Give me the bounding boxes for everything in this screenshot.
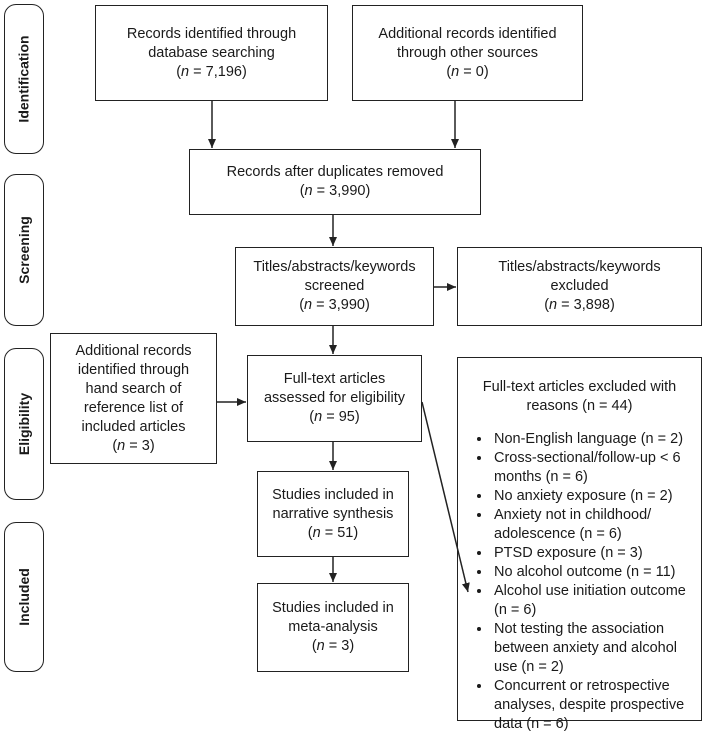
stage-screening: Screening (4, 174, 44, 326)
exclusion-reason: Alcohol use initiation outcome (n = 6) (492, 582, 701, 620)
exclusion-reason: Anxiety not in childhood/ adolescence (n… (492, 506, 701, 544)
other-sources-line-1: Additional records identified (378, 25, 557, 42)
db-search-count: (n = 7,196) (176, 63, 247, 80)
exclusion-reason: Cross-sectional/follow-up < 6 months (n … (492, 449, 701, 487)
box-after-duplicates: Records after duplicates removed (n = 3,… (189, 149, 481, 215)
screen-excluded-line-2: excluded (550, 278, 609, 294)
box-fulltext: Full-text articles assessed for eligibil… (247, 355, 422, 442)
other-sources-line-2: through other sources (396, 44, 539, 61)
exclusion-reason: No alcohol outcome (n = 11) (492, 563, 701, 582)
exclusion-reasons-list: Non-English language (n = 2) Cross-secti… (458, 430, 701, 734)
exclusion-reason: No anxiety exposure (n = 2) (492, 487, 701, 506)
exclusion-reason: Not testing the association between anxi… (492, 620, 701, 677)
hand-search-line-4: reference list of (83, 399, 184, 416)
fulltext-count: (n = 95) (309, 409, 360, 425)
after-duplicates-count: (n = 3,990) (299, 183, 371, 199)
box-database-search: Records identified through database sear… (95, 5, 328, 101)
fulltext-line-2: assessed for eligibility (263, 390, 406, 406)
box-hand-search: Additional records identified through ha… (50, 333, 217, 464)
stage-eligibility: Eligibility (4, 348, 44, 500)
screen-excluded-count: (n = 3,898) (544, 297, 615, 313)
exclusion-reason: PTSD exposure (n = 3) (492, 544, 701, 563)
box-screen-excluded: Titles/abstracts/keywords excluded (n = … (457, 247, 702, 326)
meta-line-2: meta-analysis (288, 619, 378, 635)
narrative-line-2: narrative synthesis (272, 505, 394, 522)
screened-line-1: Titles/abstracts/keywords (253, 259, 416, 275)
hand-search-line-5: included articles (81, 418, 186, 435)
arrow-fulltext-to-excluded (421, 401, 470, 593)
after-duplicates-line-1: Records after duplicates removed (226, 164, 444, 180)
narrative-line-1: Studies included in (272, 486, 394, 503)
exclusion-reason: Non-English language (n = 2) (492, 430, 701, 449)
hand-search-line-1: Additional records (75, 342, 192, 359)
screen-excluded-line-1: Titles/abstracts/keywords (498, 259, 661, 275)
narrative-count: (n = 51) (307, 524, 359, 541)
box-meta-analysis: Studies included in meta-analysis (n = 3… (257, 583, 409, 672)
stage-included: Included (4, 522, 44, 672)
hand-search-count: (n = 3) (112, 437, 155, 454)
box-screened: Titles/abstracts/keywords screened (n = … (235, 247, 434, 326)
fulltext-excluded-heading: Full-text articles excluded with reasons… (458, 378, 701, 416)
box-fulltext-excluded: Full-text articles excluded with reasons… (457, 357, 702, 732)
fulltext-excluded-title-2: reasons (n = 44) (526, 398, 633, 414)
meta-line-1: Studies included in (272, 600, 394, 616)
db-search-line-1: Records identified through (126, 25, 297, 42)
hand-search-line-2: identified through (77, 361, 190, 378)
stage-identification: Identification (4, 4, 44, 154)
meta-count: (n = 3) (311, 638, 355, 654)
screened-line-2: screened (304, 278, 365, 294)
fulltext-excluded-title-1: Full-text articles excluded with (482, 379, 677, 395)
hand-search-line-3: hand search of (85, 380, 182, 397)
other-sources-count: (n = 0) (446, 63, 489, 80)
box-other-sources: Additional records identified through ot… (352, 5, 583, 101)
box-narrative-synthesis: Studies included in narrative synthesis … (257, 471, 409, 557)
db-search-line-2: database searching (148, 44, 275, 61)
fulltext-line-1: Full-text articles (283, 371, 386, 387)
screened-count: (n = 3,990) (299, 297, 370, 313)
